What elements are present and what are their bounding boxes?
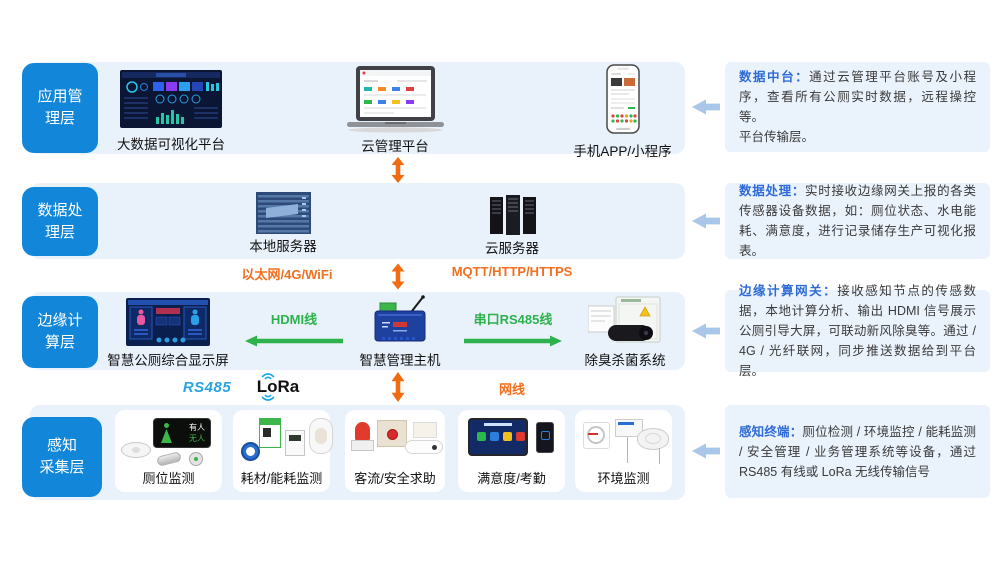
- lora-text: LoRa: [256, 377, 300, 396]
- card-label: 耗材/能耗监测: [240, 471, 323, 486]
- layer-badge-line: 理层: [44, 110, 75, 127]
- card-label: 客流/安全求助: [354, 471, 436, 486]
- occupied-text: 有人: [189, 423, 205, 432]
- cloud-platform-label: 云管理平台: [361, 139, 429, 154]
- vacant-text: 无人: [189, 434, 205, 443]
- card-label: 环境监测: [597, 471, 650, 486]
- info-heading: 感知终端：: [739, 424, 803, 439]
- hdmi-cable-label: HDMI线: [270, 312, 318, 327]
- info-heading: 数据处理：: [739, 184, 806, 198]
- left-arrow-icon: [692, 323, 720, 344]
- info-body: 接收感知节点的传感数据，本地计算分析、输出 HDMI 信号展示公厕引导大屏，可联…: [739, 284, 976, 378]
- toilet-display-screen-icon: [126, 298, 210, 351]
- info-box-data-processing: 数据处理：实时接收边缘网关上报的各类传感器设备数据，如：厕位状态、水电能耗、满意…: [725, 183, 990, 259]
- smart-gateway-host-icon: [374, 294, 426, 351]
- info-heading: 边缘计算网关：: [739, 284, 838, 298]
- layer-badge-line: 算层: [44, 334, 75, 351]
- info-body: 实时接收边缘网关上报的各类传感器设备数据，如：厕位状态、水电能耗、满意度，进行记…: [739, 184, 976, 258]
- consumables-devices-icon: [233, 414, 333, 472]
- net-cable-label: 网线: [498, 382, 525, 397]
- layer-badge-line: 感知: [46, 437, 77, 455]
- layer-badge-application: 应用管 理层: [22, 63, 98, 153]
- layer-badge-line: 理层: [44, 223, 75, 241]
- environment-devices-icon: [575, 414, 672, 472]
- cloud-server-label: 云服务器: [485, 241, 539, 256]
- serial-rs485-cable-label: 串口RS485线: [473, 312, 553, 327]
- lora-waves-icon: [261, 373, 275, 401]
- cloud-platform-laptop-icon: [347, 66, 444, 138]
- info-box-sensing-terminal: 感知终端：厕位检测 / 环境监控 / 能耗监测 / 安全管理 / 业务管理系统等…: [725, 405, 990, 498]
- row-data-processing-layer: [30, 183, 685, 259]
- info-body-line2: 平台传输层。: [739, 130, 815, 144]
- info-body: 厕位检测 / 环境监控 / 能耗监测 / 安全管理 / 业务管理系统等设备，通过…: [739, 424, 976, 479]
- layer-badge-data-processing: 数据处 理层: [22, 187, 98, 256]
- layer-badge-edge-computing: 边缘计 算层: [22, 296, 98, 368]
- card-label: 厕位监测: [142, 471, 195, 486]
- info-heading: 数据中台：: [739, 70, 810, 84]
- layer-badge-line: 数据处: [37, 201, 83, 219]
- toilet-display-label: 智慧公厕综合显示屏: [107, 353, 229, 368]
- local-server-label: 本地服务器: [249, 239, 317, 254]
- layer-badge-line: 边缘计: [37, 312, 83, 330]
- info-box-edge-gateway: 边缘计算网关：接收感知节点的传感数据，本地计算分析、输出 HDMI 信号展示公厕…: [725, 284, 990, 378]
- mobile-app-phone-icon: [606, 64, 640, 139]
- sense-card-flow-safety: 客流/安全求助: [345, 410, 445, 492]
- rs485-connector-label: RS485: [182, 379, 232, 396]
- serial-arrow-right-icon: [464, 334, 562, 352]
- sense-card-toilet-stall: 有人 无人 厕位监测: [115, 410, 222, 492]
- info-body: 通过云管理平台账号及小程序，查看所有公厕实时数据，远程操控等。: [739, 70, 976, 124]
- bigdata-platform-label: 大数据可视化平台: [117, 137, 225, 152]
- deodorize-sterilize-system-icon: [587, 296, 662, 353]
- sense-card-environment: 环境监测: [575, 410, 672, 492]
- safety-devices-icon: [345, 414, 445, 472]
- hdmi-arrow-left-icon: [245, 334, 343, 352]
- sense-card-consumables-energy: 耗材/能耗监测: [233, 410, 333, 492]
- ethernet-connector-label: 以太网/4G/WiFi: [241, 267, 333, 282]
- mqtt-connector-label: MQTT/HTTP/HTTPS: [451, 264, 573, 279]
- left-arrow-icon: [692, 443, 720, 464]
- left-arrow-icon: [692, 213, 720, 234]
- layer-badge-line: 应用管: [37, 88, 83, 106]
- local-server-icon: [256, 192, 311, 239]
- info-box-data-midplatform: 数据中台：通过云管理平台账号及小程序，查看所有公厕实时数据，远程操控等。 平台传…: [725, 62, 990, 152]
- satisfaction-devices-icon: [458, 414, 565, 472]
- layer-badge-line: 采集层: [39, 459, 85, 476]
- bigdata-dashboard-icon: [120, 70, 222, 133]
- deodorize-system-label: 除臭杀菌系统: [584, 353, 666, 368]
- sense-card-satisfaction-attendance: 满意度/考勤: [458, 410, 565, 492]
- card-label: 满意度/考勤: [477, 471, 546, 486]
- toilet-stall-devices-icon: 有人 无人: [115, 414, 222, 472]
- mobile-app-label: 手机APP/小程序: [573, 144, 672, 159]
- lora-logo: LoRa: [252, 371, 304, 403]
- vertical-double-arrow-icon: [391, 157, 405, 188]
- layer-badge-sensing: 感知 采集层: [22, 417, 102, 497]
- vertical-double-arrow-icon: [391, 372, 405, 407]
- left-arrow-icon: [692, 99, 720, 120]
- vertical-double-arrow-icon: [391, 263, 405, 295]
- cloud-server-icon: [489, 194, 537, 241]
- smart-gateway-host-label: 智慧管理主机: [359, 353, 441, 368]
